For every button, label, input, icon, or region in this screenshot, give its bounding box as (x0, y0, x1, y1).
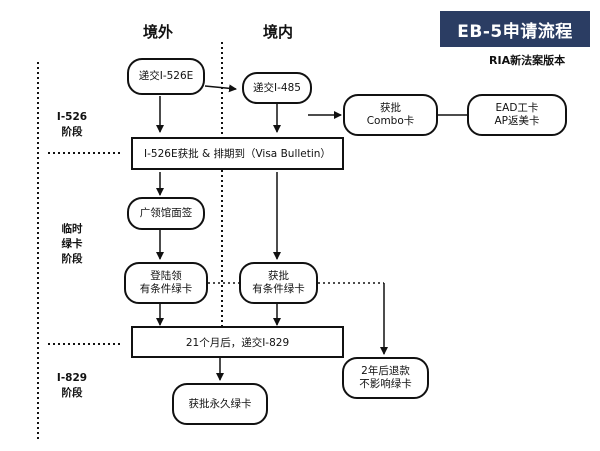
node-land-collect: 登陆领 有条件绿卡 (124, 262, 208, 304)
column-header-outside: 境外 (143, 23, 174, 41)
node-approved-combo: 获批 Combo卡 (343, 94, 438, 136)
stage-label-i526: I-526 阶段 (56, 111, 88, 138)
page-title: EB-5申请流程 (440, 11, 590, 47)
node-consulate-interview: 广领馆面签 (127, 197, 205, 230)
stage-label-conditional: 临时 绿卡 阶段 (61, 223, 83, 265)
node-i526e-approved: I-526E获批 & 排期到（Visa Bulletin） (131, 137, 344, 170)
node-approved-conditional: 获批 有条件绿卡 (239, 262, 318, 304)
node-after-21-months: 21个月后，递交I-829 (131, 326, 344, 358)
arrow-i526e-to-i485 (204, 84, 237, 93)
node-file-i485: 递交I-485 (242, 72, 312, 104)
node-file-i526e: 递交I-526E (127, 58, 205, 95)
node-ead-ap: EAD工卡 AP返美卡 (467, 94, 567, 136)
stage-label-i829: I-829 阶段 (56, 372, 88, 399)
column-header-inside: 境内 (263, 23, 294, 41)
page-subtitle: RIA新法案版本 (489, 54, 566, 67)
node-refund-after-2y: 2年后退款 不影响绿卡 (342, 357, 429, 399)
node-approved-permanent: 获批永久绿卡 (172, 383, 268, 425)
